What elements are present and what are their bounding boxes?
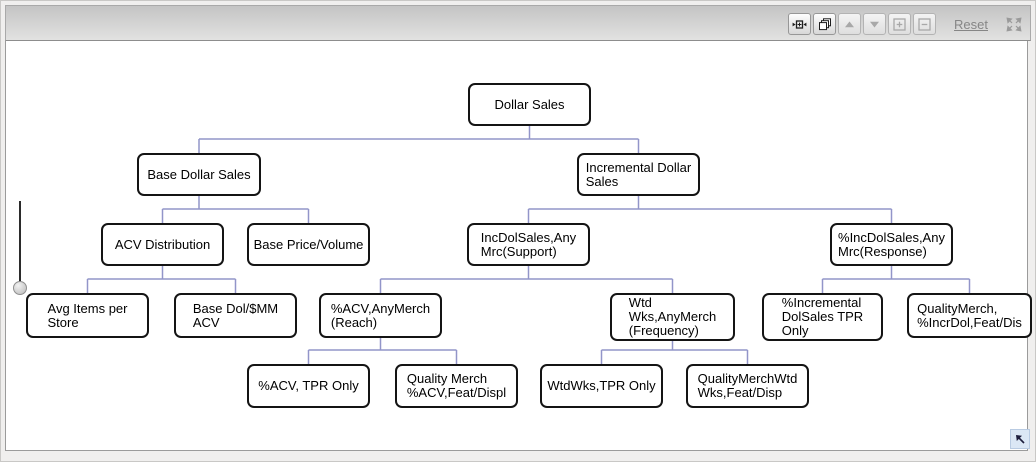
maximize-arrows-icon — [1006, 16, 1022, 32]
tree-node-dollar-sales[interactable]: Dollar Sales — [468, 83, 591, 126]
cascade-button[interactable] — [813, 13, 837, 35]
fit-width-icon — [792, 18, 807, 31]
tree-node-label: IncDolSales,Any Mrc(Support) — [480, 229, 577, 259]
tree-node-label: ACV Distribution — [114, 236, 211, 252]
tree-node-quality-merch-pct-acv-feat-displ[interactable]: Quality Merch %ACV,Feat/Displ — [395, 364, 518, 408]
tree-node-incremental-dollar-sales[interactable]: Incremental Dollar Sales — [577, 153, 700, 196]
tree-node-pct-incdolsales-anymrc-response[interactable]: %IncDolSales,Any Mrc(Response) — [830, 223, 953, 266]
tree-node-acv-distribution[interactable]: ACV Distribution — [101, 223, 224, 266]
arrow-up-left-icon — [1014, 433, 1026, 445]
pan-origin-button[interactable] — [1010, 429, 1030, 449]
move-down-button[interactable] — [863, 13, 887, 35]
triangle-up-icon — [844, 20, 855, 29]
tree-node-label: %Incremental DolSales TPR Only — [781, 295, 864, 338]
tree-node-label: QualityMerchWtd Wks,Feat/Disp — [697, 371, 798, 400]
tree-node-avg-items-per-store[interactable]: Avg Items per Store — [26, 293, 149, 338]
toolbar: Reset — [5, 5, 1031, 41]
tree-node-label: Dollar Sales — [494, 96, 565, 112]
tree-node-pct-acv-anymerch-reach[interactable]: %ACV,AnyMerch (Reach) — [319, 293, 442, 338]
tree-node-label: Base Dollar Sales — [147, 166, 251, 182]
tree-node-label: %ACV, TPR Only — [258, 378, 359, 393]
tree-node-pct-incremental-dolsales-tpr-only[interactable]: %Incremental DolSales TPR Only — [762, 293, 883, 341]
zoom-slider-track[interactable] — [19, 201, 21, 283]
stacked-pages-icon — [818, 17, 832, 31]
tree-node-base-dollar-sales[interactable]: Base Dollar Sales — [137, 153, 261, 196]
zoom-slider-knob[interactable] — [13, 281, 27, 295]
tree-node-label: WtdWks,TPR Only — [547, 378, 656, 393]
tree-node-wtd-wks-anymerch-frequency[interactable]: Wtd Wks,AnyMerch (Frequency) — [610, 293, 735, 341]
minus-box-icon — [918, 17, 931, 31]
tree-node-qualitymerch-pct-incrdol-feat-dis[interactable]: QualityMerch, %IncrDol,Feat/Dis — [907, 293, 1032, 338]
collapse-node-button[interactable] — [913, 13, 937, 35]
tree-node-label: %IncDolSales,Any Mrc(Response) — [838, 229, 945, 259]
toolbar-buttons — [786, 13, 937, 35]
tree-node-label: Wtd Wks,AnyMerch (Frequency) — [628, 295, 717, 338]
tree-node-label: Avg Items per Store — [47, 300, 128, 330]
tree-node-label: Quality Merch %ACV,Feat/Displ — [406, 371, 507, 400]
tree-node-base-price-volume[interactable]: Base Price/Volume — [247, 223, 370, 266]
move-up-button[interactable] — [838, 13, 862, 35]
expand-node-button[interactable] — [888, 13, 912, 35]
tree-node-label: %ACV,AnyMerch (Reach) — [330, 300, 431, 330]
tree-node-label: Base Dol/$MM ACV — [192, 300, 279, 330]
triangle-down-icon — [869, 20, 880, 29]
maximize-button[interactable] — [1006, 16, 1022, 32]
tree-connectors — [86, 126, 971, 364]
fit-width-button[interactable] — [788, 13, 812, 35]
tree-node-label: Incremental Dollar Sales — [585, 159, 692, 189]
tree-node-incdolsales-anymrc-support[interactable]: IncDolSales,Any Mrc(Support) — [467, 223, 590, 266]
tree-node-wtdwks-tpr-only[interactable]: WtdWks,TPR Only — [540, 364, 663, 408]
tree-node-label: QualityMerch, %IncrDol,Feat/Dis — [917, 300, 1022, 330]
reset-link[interactable]: Reset — [954, 16, 988, 32]
tree-node-pct-acv-tpr-only[interactable]: %ACV, TPR Only — [247, 364, 370, 408]
plus-box-icon — [893, 17, 906, 31]
toolbar-controls: Reset — [786, 12, 1022, 36]
tree-node-qualitymerchwtd-wks-feat-disp[interactable]: QualityMerchWtd Wks,Feat/Disp — [686, 364, 809, 408]
tree-node-label: Base Price/Volume — [253, 236, 364, 252]
tree-node-base-dol-mm-acv[interactable]: Base Dol/$MM ACV — [174, 293, 297, 338]
